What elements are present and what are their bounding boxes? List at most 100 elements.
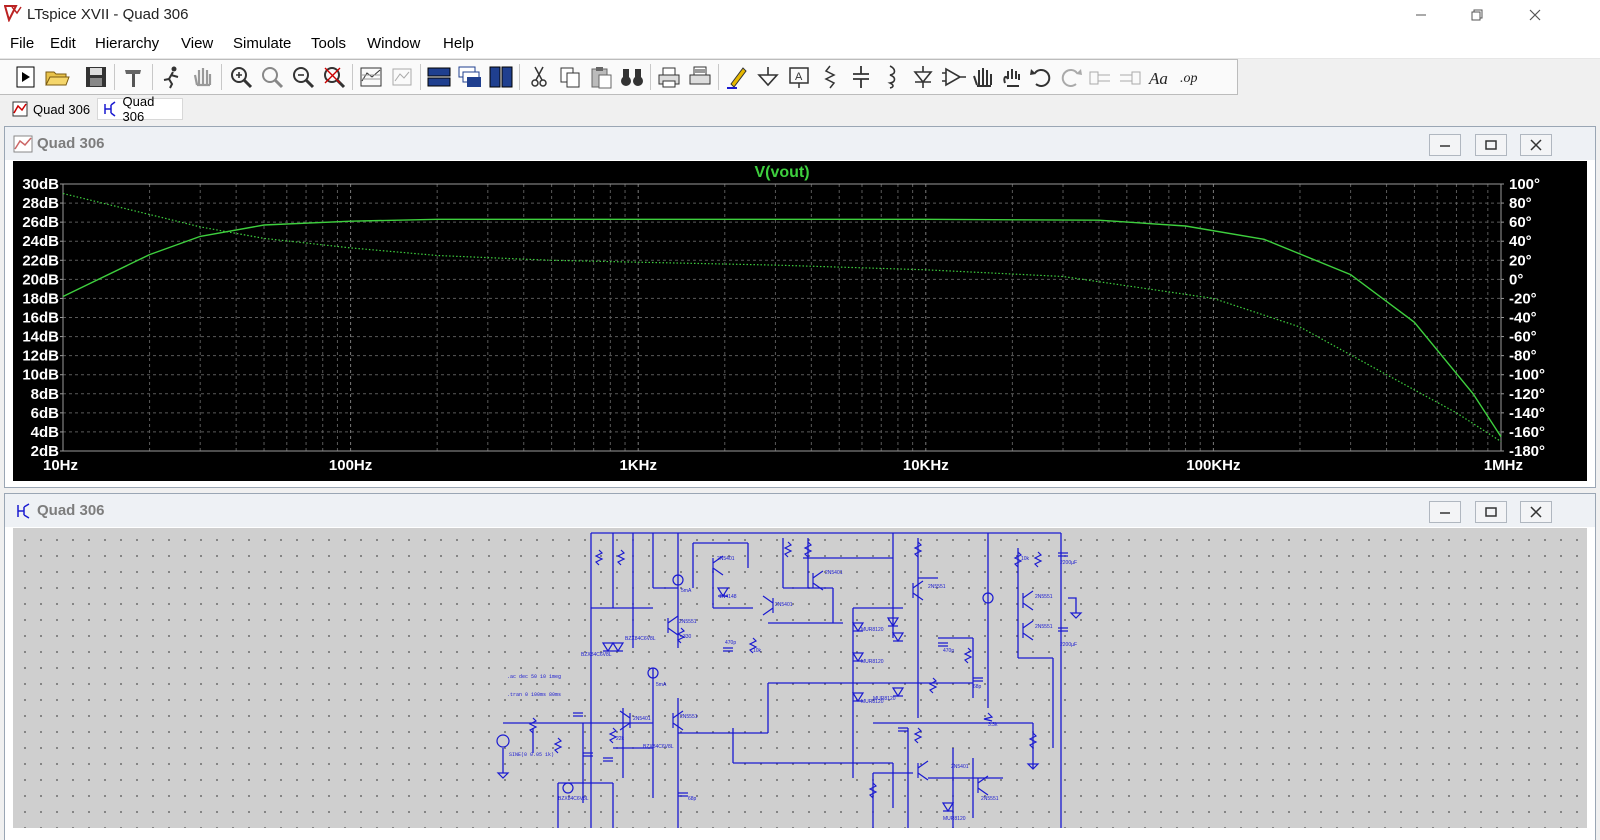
svg-text:Aa: Aa <box>1148 69 1168 88</box>
document-tabbar: Quad 306 Quad 306 <box>0 94 1600 124</box>
copy-icon[interactable] <box>556 63 584 91</box>
find-binoculars-icon[interactable] <box>618 63 646 91</box>
minimize-window-button[interactable] <box>1398 0 1444 30</box>
waveform-minimize-button[interactable] <box>1429 134 1461 156</box>
y-right-tick-label: -180° <box>1509 443 1545 460</box>
y-left-tick-label: 30dB <box>22 176 59 193</box>
y-right-tick-label: 20° <box>1509 252 1532 269</box>
tab-schematic[interactable]: Quad 306 <box>97 94 183 124</box>
new-schematic-button[interactable] <box>12 63 40 91</box>
run-simulation-button[interactable] <box>158 63 186 91</box>
control-panel-hammer-icon[interactable] <box>120 63 148 91</box>
schematic-minimize-button[interactable] <box>1429 501 1461 523</box>
zoom-in-button[interactable] <box>227 63 255 91</box>
schematic-close-button[interactable] <box>1520 501 1552 523</box>
waveform-window-title: Quad 306 <box>37 135 105 152</box>
tab-schematic-label: Quad 306 <box>122 94 155 124</box>
rotate-icon[interactable] <box>1086 63 1114 91</box>
label-net-icon[interactable]: A <box>785 63 813 91</box>
svg-text:2N5401: 2N5401 <box>633 716 651 722</box>
svg-text:470p: 470p <box>943 648 954 654</box>
tile-horizontal-button[interactable] <box>425 63 453 91</box>
open-folder-button[interactable] <box>43 63 71 91</box>
move-hand-icon[interactable] <box>969 63 997 91</box>
menu-file[interactable]: File <box>10 35 35 52</box>
tab-waveform[interactable]: Quad 306 <box>8 98 94 120</box>
draw-wire-pencil-icon[interactable] <box>723 63 751 91</box>
save-button[interactable] <box>82 63 110 91</box>
y-left-tick-label: 12dB <box>22 348 59 365</box>
component-icon[interactable] <box>940 63 968 91</box>
zoom-pan-button[interactable] <box>258 63 286 91</box>
phase-trace <box>62 192 1502 443</box>
tile-vertical-button[interactable] <box>487 63 515 91</box>
close-window-button[interactable] <box>1512 0 1558 30</box>
redo-icon[interactable] <box>1057 63 1085 91</box>
y-left-tick-label: 22dB <box>22 252 59 269</box>
zoom-fit-button[interactable] <box>320 63 348 91</box>
diode-icon[interactable] <box>909 63 937 91</box>
waveform-window-titlebar: Quad 306 <box>5 127 1595 160</box>
schematic-labels: 2N5401 2N5401 2N5401 2N5551 2N5551 2N555… <box>558 556 1077 822</box>
menu-tools[interactable]: Tools <box>311 35 347 52</box>
schematic-window-titlebar: Quad 306 <box>5 494 1595 527</box>
svg-text:68p: 68p <box>688 796 697 802</box>
schematic-maximize-button[interactable] <box>1475 501 1507 523</box>
waveform-icon <box>13 135 33 153</box>
menu-window[interactable]: Window <box>367 35 421 52</box>
trace-title-vout[interactable]: V(vout) <box>754 164 809 181</box>
autorange-plot-button[interactable] <box>357 63 385 91</box>
svg-text:2N5401: 2N5401 <box>825 570 843 576</box>
resistor-icon[interactable] <box>816 63 844 91</box>
schematic-drawing[interactable]: 2N5401 2N5401 2N5401 2N5551 2N5551 2N555… <box>13 528 1587 828</box>
ground-icon[interactable] <box>754 63 782 91</box>
y-left-tick-label: 20dB <box>22 271 59 288</box>
drag-hand-icon[interactable] <box>998 63 1026 91</box>
y-right-tick-label: -120° <box>1509 386 1545 403</box>
print-preview-icon[interactable] <box>686 63 714 91</box>
cascade-windows-button[interactable] <box>456 63 484 91</box>
svg-text:BZX84C6V8L: BZX84C6V8L <box>558 796 589 802</box>
plot-grid <box>62 183 1502 452</box>
zoom-out-button[interactable] <box>289 63 317 91</box>
halt-hand-icon[interactable] <box>189 63 217 91</box>
waveform-close-button[interactable] <box>1520 134 1552 156</box>
restore-window-button[interactable] <box>1454 0 1500 30</box>
schematic-icon <box>104 101 116 117</box>
svg-text:470p: 470p <box>725 640 736 646</box>
x-tick-label: 1MHz <box>1484 457 1523 474</box>
schematic-canvas[interactable]: 2N5401 2N5401 2N5401 2N5551 2N5551 2N555… <box>13 528 1587 828</box>
spice-directive-icon[interactable]: .op <box>1176 63 1204 91</box>
menu-simulate[interactable]: Simulate <box>233 35 292 52</box>
undo-icon[interactable] <box>1027 63 1055 91</box>
svg-text:2N5551: 2N5551 <box>1035 594 1053 600</box>
paste-icon[interactable] <box>587 63 615 91</box>
svg-text:10k: 10k <box>753 648 762 654</box>
menu-hierarchy[interactable]: Hierarchy <box>95 35 160 52</box>
capacitor-icon[interactable] <box>847 63 875 91</box>
toolbar: A Aa .op <box>0 59 1238 95</box>
y-right-tick-label: 0° <box>1509 271 1523 288</box>
bode-plot[interactable]: 30dB28dB26dB24dB22dB20dB18dB16dB14dB12dB… <box>13 161 1587 481</box>
text-icon[interactable]: Aa <box>1146 63 1174 91</box>
schematic-icon <box>17 503 30 519</box>
svg-text:.tran 0 100ms 80ms: .tran 0 100ms 80ms <box>507 692 561 698</box>
mirror-icon[interactable] <box>1116 63 1144 91</box>
cut-icon[interactable] <box>525 63 553 91</box>
ltspice-app-icon <box>4 5 22 22</box>
menu-help[interactable]: Help <box>443 35 474 52</box>
y-left-tick-label: 10dB <box>22 367 59 384</box>
y-right-tick-label: 80° <box>1509 195 1532 212</box>
menu-view[interactable]: View <box>181 35 214 52</box>
y-right-tick-label: 100° <box>1509 176 1540 193</box>
plot-settings-button[interactable] <box>388 63 416 91</box>
y-right-tick-label: -140° <box>1509 405 1545 422</box>
y-left-tick-label: 2dB <box>31 443 60 460</box>
print-icon[interactable] <box>655 63 683 91</box>
menu-edit[interactable]: Edit <box>50 35 76 52</box>
inductor-icon[interactable] <box>878 63 906 91</box>
waveform-maximize-button[interactable] <box>1475 134 1507 156</box>
x-tick-label: 100Hz <box>329 457 372 474</box>
y-left-tick-label: 24dB <box>22 233 59 250</box>
